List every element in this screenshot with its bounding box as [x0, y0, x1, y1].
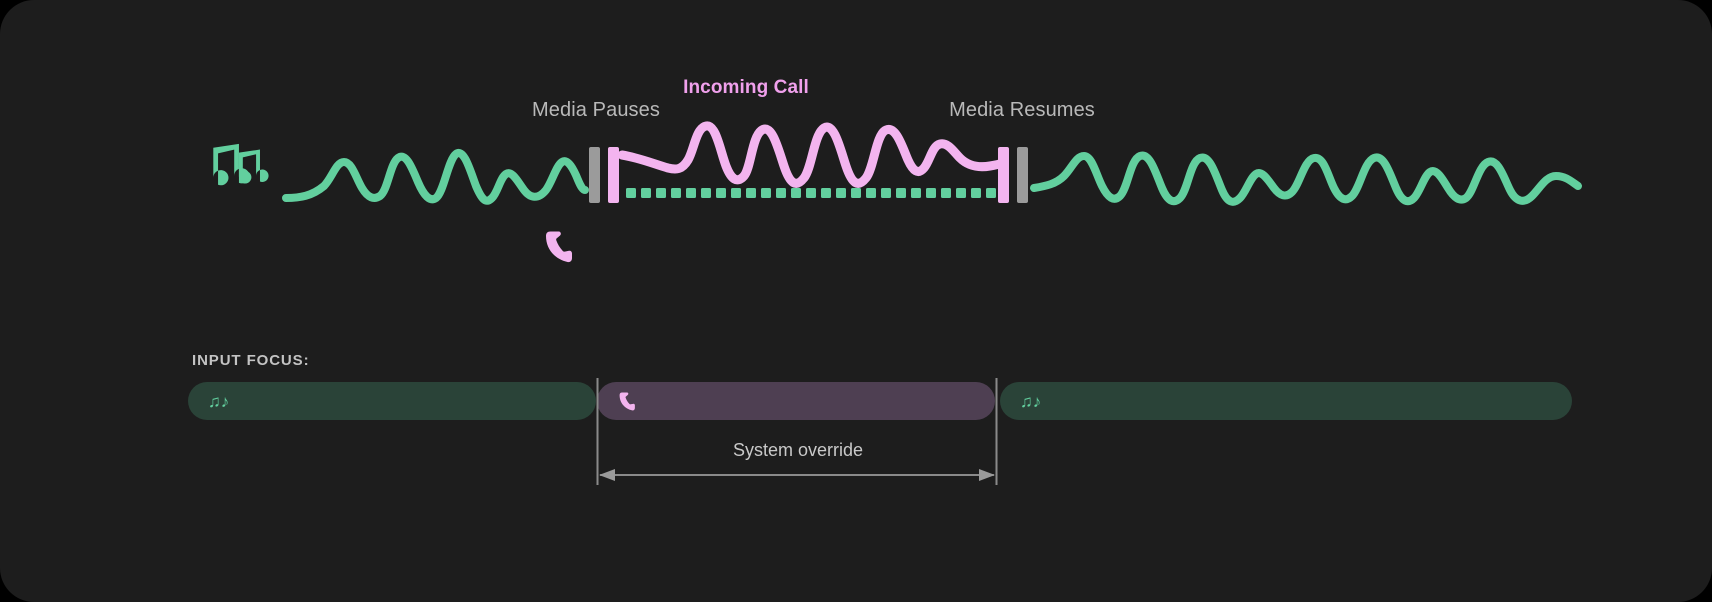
focus-track-call[interactable]	[597, 382, 995, 420]
focus-track-media-before[interactable]: ♫♪	[188, 382, 596, 420]
audio-timeline: Incoming Call Media Pauses Media Resumes	[213, 77, 1582, 263]
music-notes-icon	[213, 143, 269, 186]
input-focus-title: INPUT FOCUS:	[192, 352, 310, 369]
system-override-label: System override	[732, 440, 864, 460]
label-incoming-call: Incoming Call	[683, 77, 809, 98]
ducked-media-dotted-line	[626, 188, 996, 198]
phone-icon	[619, 391, 639, 411]
music-notes-icon: ♫♪	[1020, 391, 1042, 411]
waveform-call	[617, 121, 1008, 188]
pause-marker-pink	[608, 147, 619, 203]
resume-marker-pink	[998, 147, 1009, 203]
override-span-graphics	[596, 378, 998, 485]
waveform-media-after	[1030, 151, 1582, 206]
pause-marker-gray	[589, 147, 600, 203]
input-focus-section: INPUT FOCUS: ♫♪ ♫♪ System override	[0, 330, 1712, 602]
music-notes-icon: ♫♪	[208, 391, 230, 411]
label-media-resumes: Media Resumes	[949, 99, 1095, 121]
focus-track-media-after[interactable]: ♫♪	[1000, 382, 1572, 420]
phone-icon	[546, 231, 572, 263]
override-arrow-left-head	[599, 469, 615, 481]
resume-marker-gray	[1017, 147, 1028, 203]
override-arrow-right-head	[979, 469, 995, 481]
timeline-graphics	[213, 121, 1582, 263]
label-media-pauses: Media Pauses	[532, 99, 660, 121]
waveform-media-before	[282, 148, 589, 205]
